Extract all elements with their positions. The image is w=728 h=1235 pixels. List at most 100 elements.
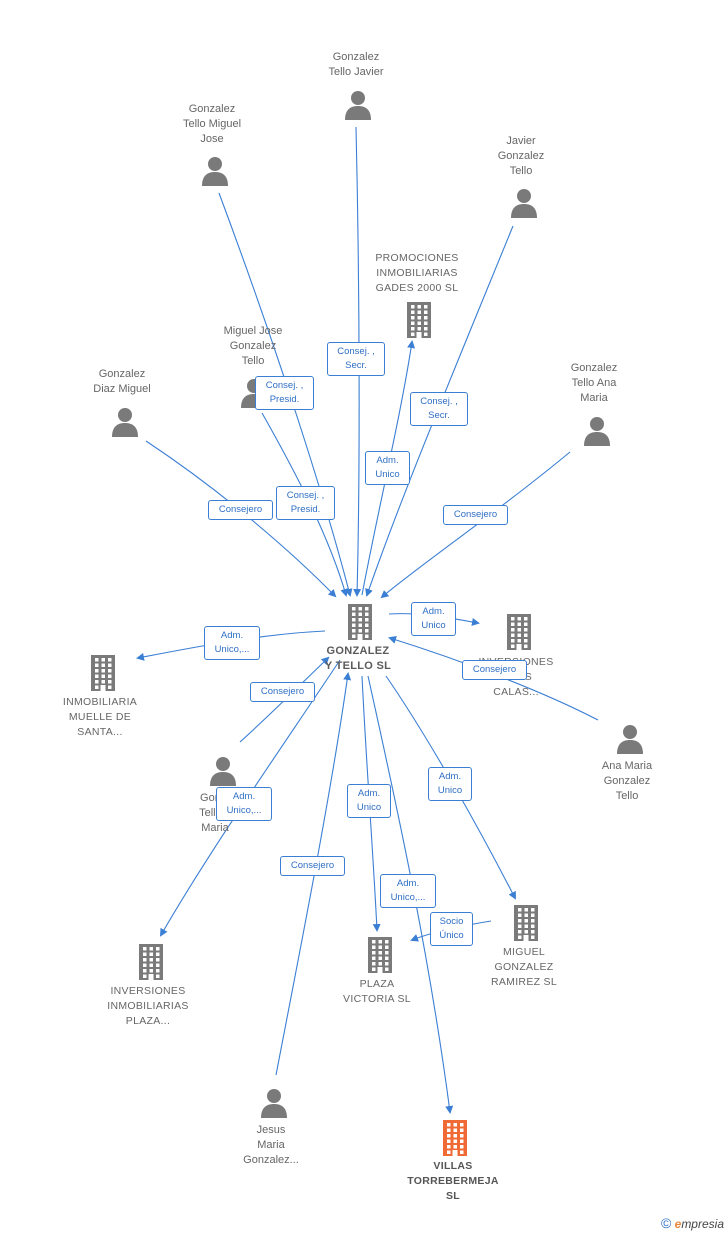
node-label-line: Tello <box>615 790 639 802</box>
node-label-line: Maria <box>580 392 608 404</box>
relation-label-r16[interactable]: Adm.Unico,... <box>380 874 436 908</box>
node-label-line: Maria <box>201 822 229 834</box>
node-label-line: Diaz Miguel <box>93 383 151 395</box>
relation-label-line: Presid. <box>290 504 321 515</box>
person-icon <box>260 1088 288 1123</box>
node-label-line: PLAZA <box>359 978 395 990</box>
node-label-line: Maria <box>257 1139 285 1151</box>
relation-label-line: Único <box>439 930 464 941</box>
node-label-line: PLAZA... <box>125 1015 171 1027</box>
relation-label-r7[interactable]: Consejero <box>443 505 508 525</box>
relation-label-r4[interactable]: Adm. Unico <box>365 451 410 485</box>
node-label-line: MUELLE DE <box>68 711 132 723</box>
node-label: VILLAS TORREBERMEJA SL <box>388 1159 518 1204</box>
node-label-line: GADES 2000 SL <box>375 282 459 294</box>
node-label-line: Tello <box>241 355 265 367</box>
building-icon <box>440 1120 470 1161</box>
relation-label-line: Adm. <box>396 878 420 889</box>
relation-label-line: Consej. , <box>337 346 375 357</box>
person-icon <box>510 188 538 223</box>
person-icon <box>111 407 139 442</box>
relation-label-r5[interactable]: Consej. ,Presid. <box>276 486 335 520</box>
relation-label-line: Consej. , <box>265 380 304 391</box>
node-label-line: PROMOCIONES <box>375 252 459 264</box>
relation-label-r6[interactable]: Consejero <box>208 500 273 520</box>
relation-label-line: Adm. <box>438 771 462 782</box>
node-label-line: INMOBILIARIA <box>62 696 138 708</box>
brand-logo-e: e <box>674 1217 682 1231</box>
relation-label-r3[interactable]: Consej. , Secr. <box>410 392 468 426</box>
node-label-line: Tello Ana <box>571 377 617 389</box>
person-icon <box>201 156 229 191</box>
node-label-line: Tello Javier <box>328 66 384 78</box>
node-label: INVERSIONES INMOBILIARIAS PLAZA... <box>83 984 213 1029</box>
relation-label-r8[interactable]: Adm. Unico <box>411 602 456 636</box>
node-label-line: Gonzalez <box>229 340 277 352</box>
node-label-line: MIGUEL <box>502 946 546 958</box>
node-label-line: VICTORIA SL <box>343 993 411 1005</box>
node-label: INMOBILIARIA MUELLE DE SANTA... <box>35 695 165 740</box>
relation-label-r11[interactable]: Consejero <box>462 660 527 680</box>
node-label-line: Gonzalez <box>188 103 236 115</box>
relation-label-line: Unico <box>421 620 446 631</box>
node-label-line: GONZALEZ <box>494 961 554 973</box>
node-label-line: Jose <box>200 133 224 145</box>
relation-label-line: Secr. <box>345 360 367 371</box>
node-label: PROMOCIONES INMOBILIARIAS GADES 2000 SL <box>352 251 482 296</box>
relation-label-line: Secr. <box>428 410 450 421</box>
relation-label-r14[interactable]: Adm. Unico <box>428 767 472 801</box>
brand-logo-text: mpresia <box>681 1217 724 1231</box>
node-label-line: Y TELLO SL <box>324 660 392 672</box>
person-icon <box>616 724 644 759</box>
node-label-line: INMOBILIARIAS <box>376 267 458 279</box>
relation-label-r9[interactable]: Adm. Unico,... <box>204 626 260 660</box>
brand-watermark: © empresia <box>661 1215 724 1231</box>
node-label-line: SL <box>445 1190 461 1202</box>
relation-label-r1[interactable]: Consej. , Secr. <box>327 342 385 376</box>
relation-label-line: Unico <box>375 469 400 480</box>
relation-label-r2[interactable]: Consej. ,Presid. <box>255 376 314 410</box>
node-label-line: INMOBILIARIAS <box>107 1000 189 1012</box>
node-label-line: Miguel Jose <box>223 325 283 337</box>
node-label: MIGUEL GONZALEZ RAMIREZ SL <box>459 945 589 990</box>
relation-label-line: Consejero <box>290 860 335 871</box>
relation-label-r10[interactable]: Consejero <box>250 682 315 702</box>
node-label-line: Gonzalez <box>332 51 380 63</box>
relation-label-line: Unico <box>356 802 382 813</box>
relation-label-r12[interactable]: Adm.Unico,... <box>216 787 272 821</box>
node-label-line: INVERSIONES <box>110 985 186 997</box>
relation-label-line: Unico,... <box>214 644 250 655</box>
node-label-line: Gonzalez... <box>243 1154 299 1166</box>
relation-label-line: Adm. <box>376 455 399 466</box>
node-label-line: Tello <box>509 165 533 177</box>
node-label-line: Gonzalez <box>570 362 618 374</box>
node-label-line: Gonzalez <box>497 150 545 162</box>
building-icon <box>345 604 375 645</box>
node-label-line: TORREBERMEJA <box>407 1175 499 1187</box>
person-icon <box>209 756 237 791</box>
node-label: GONZALEZ Y TELLO SL <box>293 644 423 674</box>
relation-label-line: Adm. <box>232 791 256 802</box>
node-label-line: SANTA... <box>77 726 123 738</box>
node-label-line: Ana Maria <box>601 760 653 772</box>
relation-label-line: Adm. <box>422 606 445 617</box>
relation-label-line: Adm. <box>220 630 244 641</box>
relation-label-line: Socio <box>439 916 464 927</box>
relation-label-r15[interactable]: Consejero <box>280 856 345 876</box>
node-label-line: VILLAS <box>433 1160 473 1172</box>
node-label-line: RAMIREZ SL <box>490 976 557 988</box>
relation-label-r13[interactable]: Adm.Unico <box>347 784 391 818</box>
node-label-line: Gonzalez <box>603 775 651 787</box>
node-label-line: GONZALEZ <box>326 645 390 657</box>
node-label-line: Jesus <box>256 1124 286 1136</box>
relation-label-line: Consej. , <box>420 396 458 407</box>
relation-label-line: Unico <box>437 785 463 796</box>
